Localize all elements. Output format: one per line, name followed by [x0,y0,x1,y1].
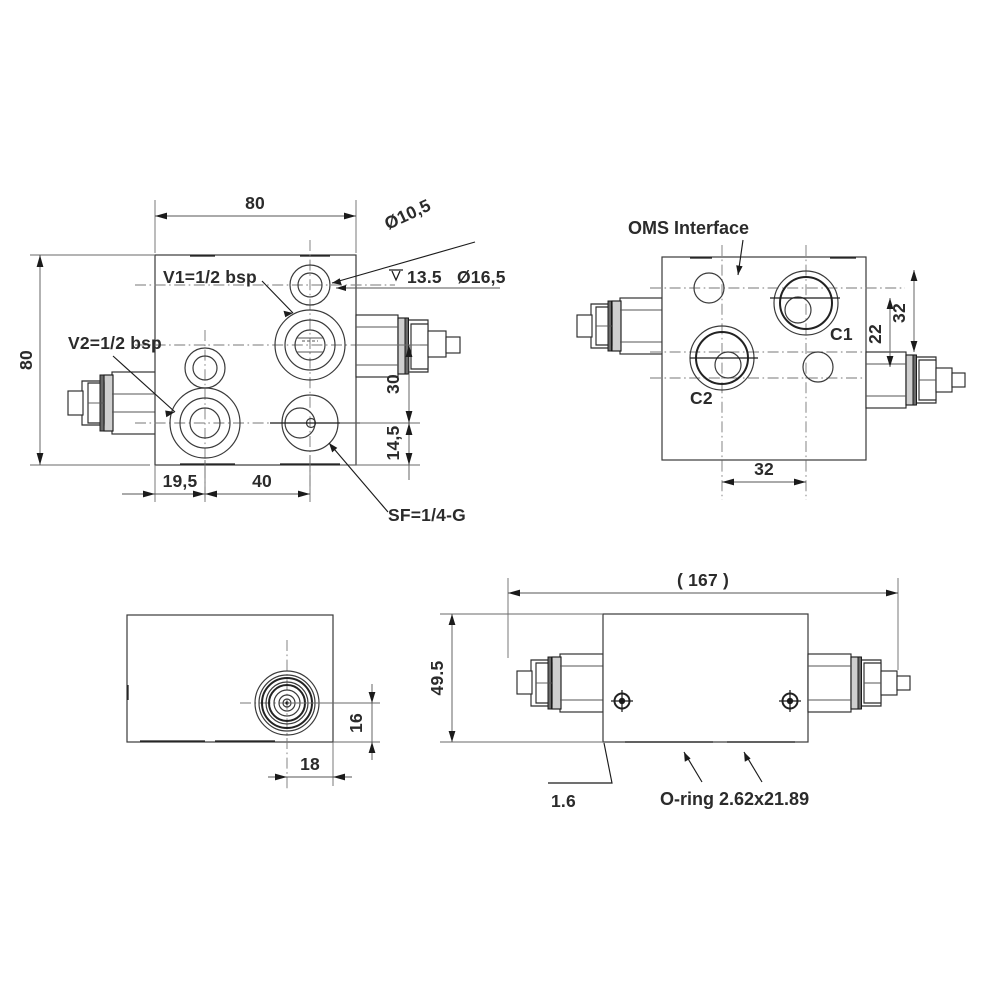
dim-front-vertical-right: 30 14,5 [340,344,420,480]
top-left-fitting [576,297,663,355]
view-front: 80 80 19,5 [16,193,506,525]
dim-bottom-length: ( 167 ) [507,570,899,670]
dim-front-height: 80 [16,254,155,466]
front-port-v1 [274,309,346,381]
view-side: 16 18 [126,614,380,790]
view-top: C1 C2 [576,218,966,500]
dim-label-width-80: 80 [245,193,265,213]
dim-label-18: 18 [300,754,320,774]
bottom-body [602,613,809,743]
note-thickness-1-6: 1.6 [551,791,576,811]
top-port-c2 [689,325,758,391]
note-v2-port: V2=1/2 bsp [68,333,162,353]
front-left-fitting [67,371,157,435]
view-bottom: ( 167 ) 49.5 1.6 O-ring 2.62x21.89 [427,570,911,811]
note-oring: O-ring 2.62x21.89 [660,789,809,809]
top-hole-upper-left [693,272,725,304]
dim-label-40: 40 [252,471,272,491]
note-oms-interface: OMS Interface [628,218,749,238]
dim-label-19-5: 19,5 [163,471,198,491]
dim-label-167: ( 167 ) [677,570,729,590]
oring-marker-right [779,690,801,712]
dim-front-offsets: 19,5 40 [122,455,311,502]
note-sf-port: SF=1/4-G [388,505,466,525]
bottom-right-fitting [807,653,911,713]
top-right-fitting [865,351,966,409]
dim-label-32-vert: 32 [889,303,909,323]
front-port-v2 [169,387,241,459]
dim-label-16: 16 [346,713,366,733]
label-port-c1: C1 [830,324,853,344]
note-dia-10-5: Ø10,5 [381,195,434,234]
front-right-fitting [355,314,461,378]
dim-label-height-80: 80 [16,350,36,370]
note-depth-13-5: 13.5 [407,267,442,287]
bottom-left-fitting [516,653,604,713]
dim-label-49-5: 49.5 [427,661,447,696]
top-hole-lower-right [802,351,834,383]
top-port-c1 [770,270,840,336]
dim-label-32-horiz: 32 [754,459,774,479]
dim-side-horizontal: 18 [268,742,352,786]
label-port-c2: C2 [690,388,713,408]
dim-side-vertical: 16 [287,684,380,760]
dim-front-width: 80 [154,193,357,253]
dim-bottom-height: 49.5 [427,613,603,743]
dim-label-22: 22 [865,324,885,344]
front-hole-top [289,264,331,306]
dim-label-30: 30 [383,374,403,394]
depth-symbol-icon [389,269,403,282]
front-body [154,254,357,466]
dim-top-vertical: 22 32 [865,270,918,367]
oring-marker-left [611,690,633,712]
note-v1-port: V1=1/2 bsp [163,267,257,287]
dim-label-14-5: 14,5 [383,426,403,461]
dim-top-horizontal: 32 [722,459,806,486]
note-dia-16-5: Ø16,5 [457,267,506,287]
